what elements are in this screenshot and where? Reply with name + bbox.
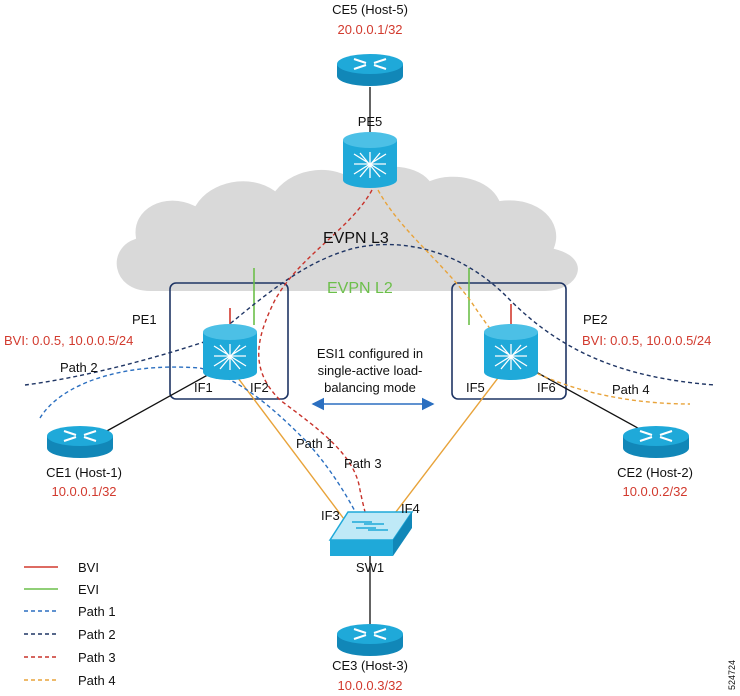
ce5-ip-label: 20.0.0.1/32 [337,22,402,37]
path-2-label: Path 2 [60,360,98,375]
layer3-router-icon [484,324,538,380]
path-4-label: Path 4 [612,382,650,397]
router-icon [337,624,403,656]
legend-label-path-3: Path 3 [78,650,116,665]
router-icon [47,426,113,458]
path-2-line [24,243,716,386]
layer3-router-icon [203,324,257,380]
ce1-ip-label: 10.0.0.1/32 [51,484,116,499]
esi-note-line-1: ESI1 configured in [317,346,423,361]
ce5-name-label: CE5 (Host-5) [332,2,408,17]
if4-label: IF4 [401,501,420,516]
figure-id-label: 524724 [727,660,737,690]
ce2-ip-label: 10.0.0.2/32 [622,484,687,499]
ce2-name-label: CE2 (Host-2) [617,465,693,480]
if2-label: IF2 [250,380,269,395]
path-1-label: Path 1 [296,436,334,451]
pe1-bvi-label: BVI: 0.0.5, 10.0.0.5/24 [4,333,133,348]
router-icon [623,426,689,458]
sw1-name-label: SW1 [356,560,384,575]
router-icon [337,54,403,86]
if1-label: IF1 [194,380,213,395]
path-3-label: Path 3 [344,456,382,471]
ce1-name-label: CE1 (Host-1) [46,465,122,480]
ce3-ip-label: 10.0.0.3/32 [337,678,402,693]
legend-label-bvi: BVI [78,560,99,575]
pe1-name-label: PE1 [132,312,157,327]
if5-label: IF5 [466,380,485,395]
legend: BVI EVI Path 1 Path 2 Path 3 Path 4 [24,560,116,688]
switch-icon [328,511,414,556]
pe2-frame [451,282,567,400]
pe2-name-label: PE2 [583,312,608,327]
esi-note-line-2: single-active load- [318,363,423,378]
pe5-name-label: PE5 [358,114,383,129]
ce3-name-label: CE3 (Host-3) [332,658,408,673]
if3-label: IF3 [321,508,340,523]
legend-label-path-4: Path 4 [78,673,116,688]
legend-label-path-2: Path 2 [78,627,116,642]
path-1-line [39,366,363,526]
evpn-l3-label: EVPN L3 [323,230,389,247]
esi-note-line-3: balancing mode [324,380,416,395]
legend-label-path-1: Path 1 [78,604,116,619]
links [104,87,646,630]
layer3-router-icon [343,132,397,188]
pe2-bvi-label: BVI: 0.0.5, 10.0.0.5/24 [582,333,711,348]
path-3-line [258,189,373,526]
legend-label-evi: EVI [78,582,99,597]
cloud-icon [114,164,580,293]
pe1-frame [169,282,289,400]
if6-label: IF6 [537,380,556,395]
evpn-l2-label: EVPN L2 [327,280,393,297]
